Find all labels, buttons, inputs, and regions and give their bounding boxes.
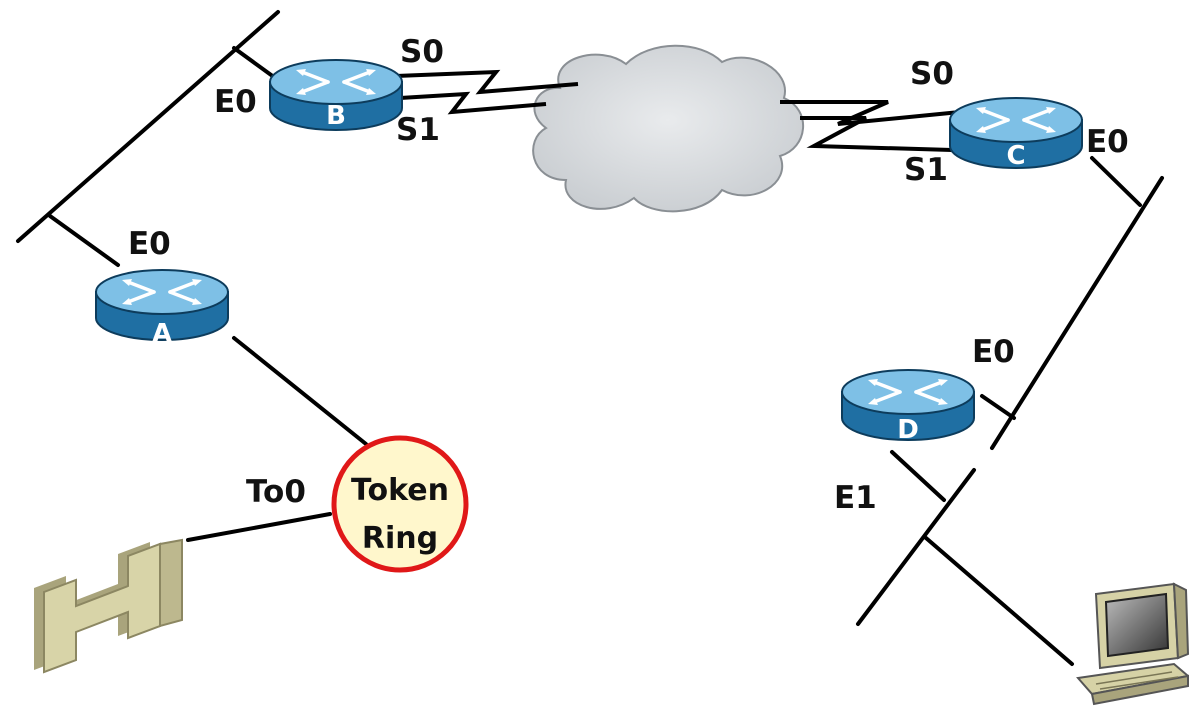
port-label-b-s0: S0 [400,34,444,70]
router-b[interactable]: B [268,58,404,132]
ethernet-segment-left [16,10,280,243]
workstation-icon[interactable] [1076,582,1189,706]
serial-link-b-s0 [395,69,579,95]
port-label-c-s1: S1 [904,152,948,188]
link-b-e0 [232,46,280,82]
token-ring-line2: Ring [362,521,438,556]
ethernet-segment-lower-right [856,468,976,626]
router-a[interactable]: A [94,268,230,349]
port-label-token-ring: To0 [246,474,306,510]
port-label-b-e0: E0 [214,84,257,120]
router-label: B [326,101,346,131]
token-ring-line1: Token [351,473,449,508]
router-d[interactable]: D [840,368,976,445]
port-label-b-s1: S1 [396,112,440,148]
router-label: C [1006,141,1025,171]
token-ring-icon[interactable]: Token Ring [331,435,469,573]
link-a-e0 [48,214,120,267]
port-label-c-s0: S0 [910,56,954,92]
port-label-d-e0: E0 [972,334,1015,370]
serial-link-c-s1 [800,116,953,152]
ethernet-segment-right [990,176,1164,450]
router-label: A [152,319,172,349]
port-label-c-e0: E0 [1086,124,1129,160]
link-d-e1 [890,450,946,502]
wan-cloud-icon [532,44,804,213]
serial-link-c-s0 [780,100,961,126]
port-label-d-e1: E1 [834,480,877,516]
router-label: D [897,415,919,445]
link-token-ring-bridge [186,512,332,542]
router-c[interactable]: C [948,96,1084,171]
link-d-e0 [980,394,1016,420]
serial-link-b-s1 [399,91,547,115]
link-workstation [924,536,1074,666]
link-c-e0 [1090,156,1142,207]
port-label-a-e0: E0 [128,226,171,262]
link-a-token-ring [232,336,368,446]
bridge-icon[interactable] [34,538,183,674]
